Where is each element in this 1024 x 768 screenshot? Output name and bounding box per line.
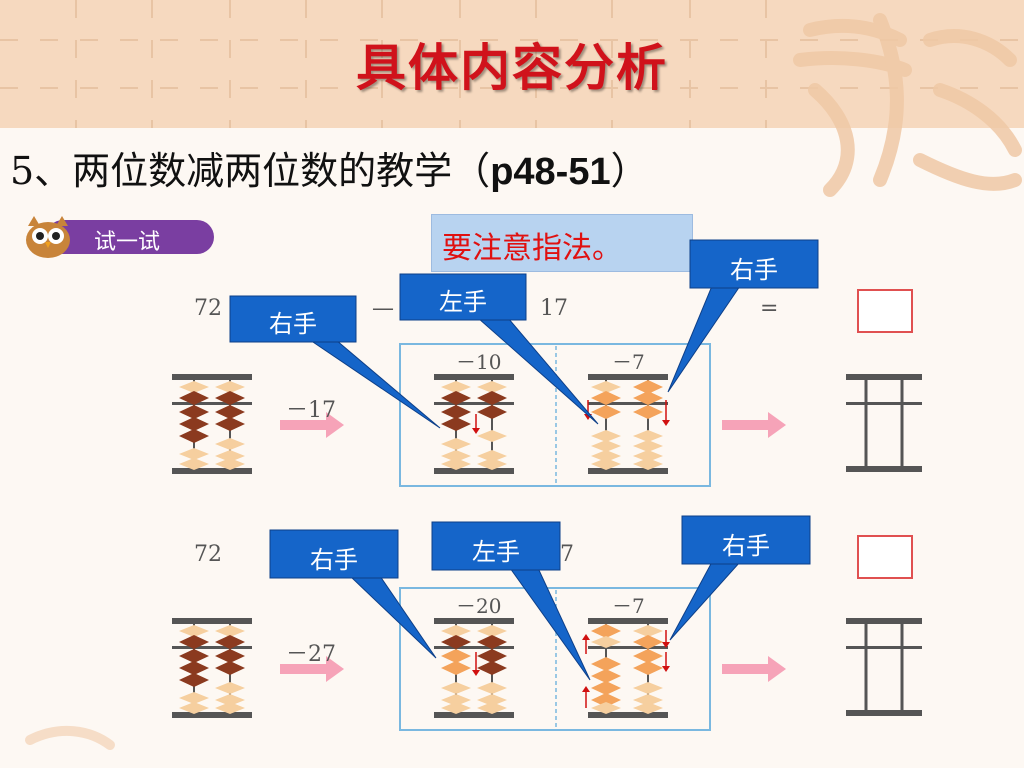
section-heading: 5、两位数减两位数的教学（p48-51） (10, 140, 649, 195)
subtrahend-2-partial: 7 (560, 542, 574, 567)
fingering-note: 要注意指法。 (431, 214, 693, 272)
step-b-label-1: －7 (612, 350, 645, 374)
callout-right-hand-1b (667, 239, 819, 393)
abacus-step-b-2 (582, 618, 670, 718)
callout-label-right-1a: 右手 (269, 310, 317, 338)
try-it-badge: 试一试 (16, 214, 216, 260)
step-b-label-2: －7 (612, 594, 645, 618)
callout-label-left-1: 左手 (439, 288, 487, 316)
callout-label-right-1b: 右手 (730, 256, 778, 284)
heading-suffix: ） (610, 149, 649, 193)
arrow-right-1 (280, 412, 344, 438)
header-pattern (0, 0, 1024, 128)
abacus-start-2 (172, 618, 252, 718)
answer-box-1[interactable] (857, 289, 913, 333)
steps-frame-1 (399, 343, 711, 487)
answer-box-2[interactable] (857, 535, 913, 579)
owl-icon (26, 216, 70, 258)
badge-label: 试一试 (94, 230, 161, 255)
callout-label-right-2a: 右手 (310, 546, 358, 574)
note-text: 要注意指法。 (442, 231, 622, 266)
callout-left-hand-2 (431, 521, 591, 681)
arrow-right-2 (722, 412, 786, 438)
callout-left-hand-1 (399, 273, 599, 425)
step-a-label-1: －10 (456, 350, 502, 374)
minuend-1: 72 (194, 296, 222, 321)
page-title: 具体内容分析 (356, 38, 668, 97)
abacus-result-2 (846, 618, 922, 716)
equals-sign-1: = (760, 296, 779, 321)
callout-right-hand-2a (269, 529, 437, 659)
abacus-start-1 (172, 374, 252, 474)
callout-label-right-2b: 右手 (722, 532, 770, 560)
arrow-right-4 (722, 656, 786, 682)
abacus-result-1 (846, 374, 922, 472)
abacus-step-a-2 (434, 618, 514, 718)
callout-right-hand-1a (229, 295, 441, 429)
heading-pages: p48-51 (490, 151, 611, 193)
steps-frame-2 (399, 587, 711, 731)
arrow-label-2: －27 (286, 642, 336, 667)
arrow-label-1: －17 (286, 398, 336, 423)
minuend-2: 72 (194, 542, 222, 567)
badge-pill (46, 220, 214, 254)
heading-prefix: 5、两位数减两位数的教学（ (10, 149, 491, 193)
step-a-label-2: －20 (456, 594, 502, 618)
minus-sign-1: — (372, 296, 394, 321)
abacus-step-b-1 (584, 374, 670, 474)
callout-right-hand-2b (669, 515, 811, 641)
arrow-right-3 (280, 656, 344, 682)
abacus-step-a-1 (434, 374, 514, 474)
callout-label-left-2: 左手 (472, 538, 520, 566)
subtrahend-1: 17 (540, 296, 568, 321)
